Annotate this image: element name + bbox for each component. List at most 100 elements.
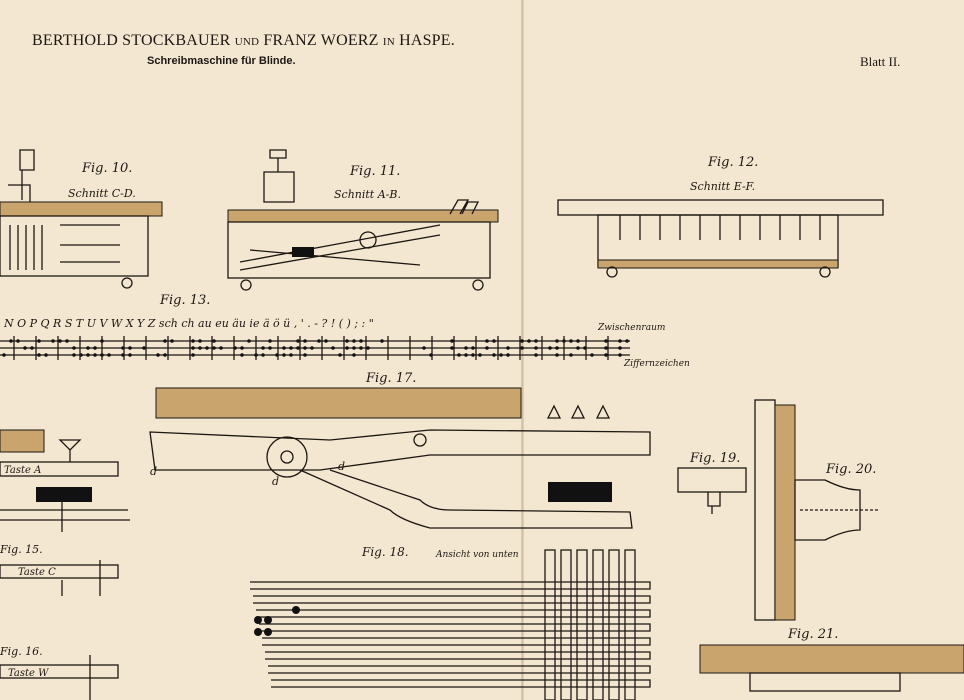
figure-20: Fig. 20. (754, 399, 880, 621)
vertical-lever (624, 549, 636, 700)
braille-dot (555, 346, 559, 350)
braille-dot (569, 339, 573, 343)
braille-dot (23, 346, 27, 350)
figure-12: Fig. 12. Schnitt E-F. (557, 155, 884, 278)
braille-dot (128, 353, 132, 357)
braille-dot (352, 353, 356, 357)
key-rod (268, 665, 651, 674)
taste-w-label: Taste W (8, 668, 49, 679)
braille-dot (506, 353, 510, 357)
braille-dot (457, 353, 461, 357)
braille-dot (219, 346, 223, 350)
braille-dot (338, 353, 342, 357)
page-fold (521, 0, 524, 700)
vertical-lever (544, 549, 556, 700)
vertical-lever (592, 549, 604, 700)
braille-dot (590, 353, 594, 357)
braille-dot (450, 346, 454, 350)
braille-dot (191, 353, 195, 357)
braille-dot (485, 339, 489, 343)
braille-dot (604, 346, 608, 350)
fig13-zwischenraum: Zwischenraum (597, 323, 665, 333)
braille-dot (506, 346, 510, 350)
key-rod (259, 623, 651, 632)
braille-dot (303, 339, 307, 343)
key-rod (256, 609, 651, 618)
braille-dot (317, 339, 321, 343)
braille-dot (37, 353, 41, 357)
braille-dot (128, 346, 132, 350)
braille-dot (534, 339, 538, 343)
braille-dot (331, 346, 335, 350)
braille-dot (527, 339, 531, 343)
braille-dot (9, 339, 13, 343)
fig20-label: Fig. 20. (825, 462, 876, 477)
fig11-section: Schnitt A-B. (334, 188, 401, 201)
braille-dot (492, 353, 496, 357)
key-rod (253, 595, 651, 604)
braille-dot (93, 353, 97, 357)
figure-16: Fig. 16. Taste W (0, 645, 119, 700)
braille-dot (163, 339, 167, 343)
braille-dot (380, 339, 384, 343)
braille-dot (240, 353, 244, 357)
fig12-label: Fig. 12. (707, 155, 758, 170)
braille-dot (548, 346, 552, 350)
braille-dot (44, 353, 48, 357)
braille-dot (296, 339, 300, 343)
fig13-alphabet: N O P Q R S T U V W X Y Z sch ch au eu ä… (3, 317, 374, 330)
braille-dot (345, 339, 349, 343)
braille-dot (604, 353, 608, 357)
braille-dot (576, 346, 580, 350)
fig10-label: Fig. 10. (81, 161, 132, 176)
braille-dot (604, 339, 608, 343)
braille-dot (58, 339, 62, 343)
braille-dot (555, 339, 559, 343)
fig17-label: Fig. 17. (365, 371, 416, 386)
braille-dot (282, 346, 286, 350)
figure-13-braille-alphabet: Fig. 13. N O P Q R S T U V W X Y Z sch c… (0, 293, 690, 369)
braille-dot (352, 339, 356, 343)
braille-dot (86, 353, 90, 357)
braille-dot (296, 346, 300, 350)
braille-dot (191, 346, 195, 350)
braille-dot (303, 346, 307, 350)
braille-dots (2, 336, 629, 360)
patent-title: BERTHOLD STOCKBAUER UND FRANZ WOERZ IN H… (32, 32, 455, 50)
fig13-ziffernzeichen: Ziffernzeichen (623, 359, 690, 369)
fig18-label: Fig. 18. (361, 545, 409, 559)
braille-dot (2, 353, 6, 357)
inventor-1: BERTHOLD STOCKBAUER (32, 32, 231, 49)
fig21-label: Fig. 21. (787, 627, 838, 642)
braille-dot (30, 346, 34, 350)
braille-dot (93, 346, 97, 350)
braille-dot (478, 353, 482, 357)
braille-dot (450, 339, 454, 343)
braille-dot (345, 346, 349, 350)
sheet-number: Blatt II. (860, 54, 901, 69)
braille-dot (72, 353, 76, 357)
braille-dot (352, 346, 356, 350)
key-rod (271, 679, 651, 688)
braille-dot (37, 339, 41, 343)
braille-dot (422, 346, 426, 350)
braille-dot (212, 346, 216, 350)
figure-15: Fig. 15. Taste C (0, 543, 119, 596)
braille-dot (289, 346, 293, 350)
braille-dot (205, 346, 209, 350)
braille-dot (198, 339, 202, 343)
key-rod (262, 637, 651, 646)
figure-10: Fig. 10. Schnitt C-D. (0, 149, 163, 289)
braille-dot (51, 339, 55, 343)
braille-dot (520, 346, 524, 350)
braille-dot (310, 346, 314, 350)
title-and: UND (234, 36, 260, 48)
braille-dot (86, 346, 90, 350)
braille-dot (72, 346, 76, 350)
braille-dot (471, 346, 475, 350)
braille-dot (618, 346, 622, 350)
braille-dot (464, 346, 468, 350)
